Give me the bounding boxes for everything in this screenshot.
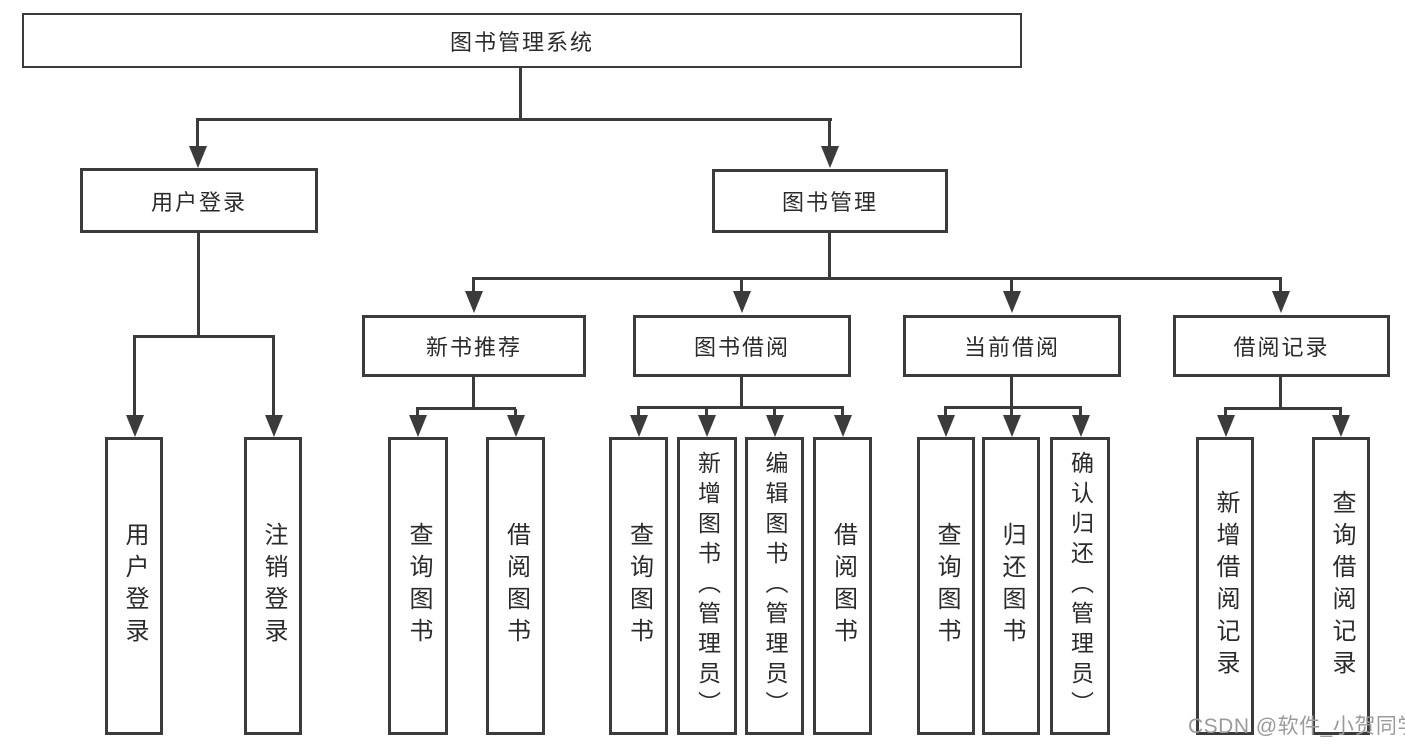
leaf-add-book-admin: 新增图书（管理员）: [677, 437, 737, 735]
leaf-return-book-label: 归还图书: [998, 522, 1025, 650]
arrowhead-icon: [937, 415, 955, 437]
arrowhead-icon: [1332, 415, 1350, 437]
connector-vline: [416, 409, 419, 415]
connector-vline: [705, 408, 708, 415]
connector-vline: [272, 337, 275, 415]
leaf-confirm-return-admin-label: 确认归还（管理员）: [1067, 451, 1094, 721]
connector-vline: [637, 408, 640, 415]
connector-hline: [472, 277, 1282, 280]
connector-vline: [828, 120, 831, 146]
node-root-label: 图书管理系统: [449, 29, 594, 55]
connector-vline: [1010, 408, 1013, 415]
arrowhead-icon: [1003, 291, 1021, 313]
arrowhead-icon: [733, 291, 751, 313]
arrowhead-icon: [265, 415, 283, 437]
node-book-borrow-label: 图书借阅: [693, 335, 790, 360]
connector-hline: [416, 407, 516, 410]
arrowhead-icon: [630, 415, 648, 437]
node-borrow-records: 借阅记录: [1173, 315, 1390, 377]
connector-vline: [944, 408, 947, 415]
connector-vline: [519, 68, 522, 118]
leaf-query-borrow-record: 查询借阅记录: [1312, 437, 1370, 735]
node-borrow-records-label: 借阅记录: [1233, 335, 1330, 360]
connector-vline: [773, 408, 776, 415]
leaf-edit-book-admin: 编辑图书（管理员）: [745, 437, 804, 735]
arrowhead-icon: [821, 146, 839, 168]
leaf-return-book: 归还图书: [982, 437, 1040, 735]
leaf-query-book-2: 查询图书: [609, 437, 668, 735]
node-root: 图书管理系统: [22, 13, 1022, 68]
arrowhead-icon: [834, 415, 852, 437]
connector-vline: [514, 409, 517, 415]
connector-vline: [197, 233, 200, 335]
connector-hline: [637, 406, 844, 409]
leaf-user-login-label: 用户登录: [121, 522, 148, 650]
connector-vline: [828, 233, 831, 277]
connector-hline: [196, 118, 832, 121]
leaf-query-book-3: 查询图书: [917, 437, 975, 735]
connector-vline: [1339, 409, 1342, 415]
connector-vline: [1224, 409, 1227, 415]
node-current-borrow: 当前借阅: [903, 315, 1121, 377]
connector-vline: [1079, 408, 1082, 415]
connector-vline: [740, 377, 743, 406]
arrowhead-icon: [189, 146, 207, 168]
leaf-confirm-return-admin: 确认归还（管理员）: [1050, 437, 1110, 735]
connector-vline: [1010, 377, 1013, 406]
arrowhead-icon: [1072, 415, 1090, 437]
arrowhead-icon: [507, 415, 525, 437]
node-current-borrow-label: 当前借阅: [963, 335, 1060, 360]
node-book-borrow: 图书借阅: [633, 315, 851, 377]
connector-hline: [133, 335, 275, 338]
connector-vline: [472, 279, 475, 291]
leaf-query-book-3-label: 查询图书: [933, 522, 960, 650]
node-user-login-label: 用户登录: [150, 189, 247, 215]
arrowhead-icon: [465, 291, 483, 313]
connector-vline: [1279, 279, 1282, 291]
leaf-query-book-1-label: 查询图书: [405, 522, 432, 650]
connector-vline: [196, 120, 199, 146]
arrowhead-icon: [126, 415, 144, 437]
arrowhead-icon: [1272, 291, 1290, 313]
connector-hline: [1224, 407, 1342, 410]
node-new-book-recommend: 新书推荐: [362, 315, 586, 377]
leaf-borrow-book-2-label: 借阅图书: [829, 522, 857, 650]
connector-vline: [740, 279, 743, 291]
arrowhead-icon: [1003, 415, 1021, 437]
arrowhead-icon: [698, 415, 716, 437]
connector-vline: [1279, 377, 1282, 407]
node-user-login: 用户登录: [80, 168, 318, 233]
watermark: CSDN @软件_小贺同学: [1188, 715, 1405, 738]
node-new-book-recommend-label: 新书推荐: [425, 335, 522, 360]
connector-hline: [944, 406, 1082, 409]
connector-vline: [133, 337, 136, 415]
leaf-add-borrow-record-label: 新增借阅记录: [1212, 490, 1239, 682]
leaf-add-book-admin-label: 新增图书（管理员）: [694, 451, 721, 721]
connector-vline: [841, 408, 844, 415]
leaf-borrow-book-2: 借阅图书: [813, 437, 872, 735]
leaf-logout-label: 注销登录: [260, 522, 287, 650]
leaf-logout: 注销登录: [244, 437, 302, 735]
arrowhead-icon: [409, 415, 427, 437]
node-book-management-label: 图书管理: [781, 190, 878, 215]
connector-vline: [1010, 279, 1013, 291]
leaf-add-borrow-record: 新增借阅记录: [1196, 437, 1254, 735]
leaf-query-book-2-label: 查询图书: [625, 522, 653, 650]
leaf-borrow-book-1-label: 借阅图书: [502, 522, 530, 650]
leaf-user-login: 用户登录: [105, 437, 163, 735]
connector-vline: [472, 377, 475, 407]
leaf-query-book-1: 查询图书: [388, 437, 448, 735]
arrowhead-icon: [766, 415, 784, 437]
node-book-management: 图书管理: [712, 169, 948, 233]
leaf-edit-book-admin-label: 编辑图书（管理员）: [762, 451, 788, 721]
leaf-query-borrow-record-label: 查询借阅记录: [1328, 490, 1355, 682]
arrowhead-icon: [1217, 415, 1235, 437]
leaf-borrow-book-1: 借阅图书: [486, 437, 545, 735]
